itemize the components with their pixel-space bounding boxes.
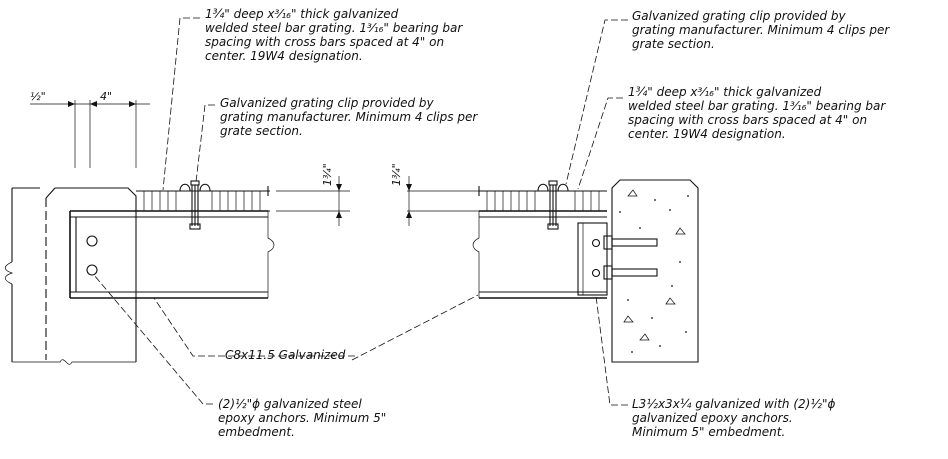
dim-four-inch: 4" bbox=[100, 90, 112, 103]
callout-angle-right: L3½x3x¼ galvanized with (2)½"ϕ galvanize… bbox=[632, 397, 839, 439]
anchor-hole-icon bbox=[86, 235, 98, 247]
depth-label-right: 1¾" bbox=[390, 163, 403, 186]
callout-anchors-left: (2)½"ϕ galvanized steel epoxy anchors. M… bbox=[218, 397, 390, 439]
right-grating bbox=[478, 180, 607, 230]
callout-grating-right: 1¾" deep x³⁄₁₆" thick galvanized welded … bbox=[628, 85, 889, 141]
angle-bracket bbox=[577, 222, 658, 296]
right-channel bbox=[472, 210, 607, 299]
anchor-hole-icon bbox=[86, 264, 98, 276]
depth-label-left: 1¾" bbox=[321, 163, 334, 186]
callout-clip-left: Galvanized grating clip provided by grat… bbox=[220, 96, 481, 138]
left-grating bbox=[136, 180, 270, 230]
left-depth-dimension: 1¾" bbox=[276, 163, 350, 226]
right-depth-dimension: 1¾" bbox=[390, 163, 480, 226]
right-concrete-wall bbox=[611, 179, 699, 363]
top-dimensions: ½" 4" bbox=[30, 90, 150, 168]
grating-clip-icon bbox=[179, 180, 211, 230]
left-concrete-wall bbox=[4, 187, 137, 365]
callout-clip-right: Galvanized grating clip provided by grat… bbox=[632, 9, 893, 51]
dim-half-inch: ½" bbox=[30, 90, 46, 103]
grating-clip-icon bbox=[537, 180, 569, 230]
leader-lines bbox=[93, 17, 628, 406]
left-channel bbox=[69, 210, 275, 299]
callout-channel: C8x11.5 Galvanized bbox=[225, 348, 346, 362]
callout-grating-left: 1¾" deep x³⁄₁₆" thick galvanized welded … bbox=[205, 7, 466, 63]
